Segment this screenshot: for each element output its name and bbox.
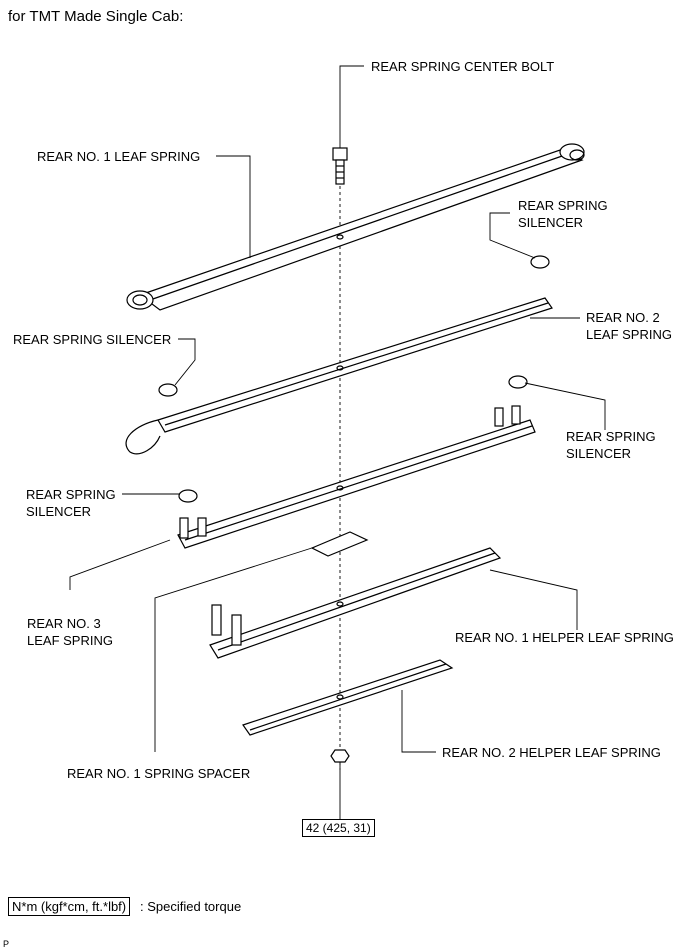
torque-value-box: 42 (425, 31) [302, 819, 375, 837]
legend-unit-box: N*m (kgf*cm, ft.*lbf) [8, 897, 131, 916]
silencer-mid-left [178, 489, 198, 503]
figure-code: P [3, 939, 10, 949]
leaf-spring-1 [126, 143, 585, 311]
leaf-spring-2 [125, 297, 553, 455]
silencer-mid-right [508, 375, 528, 389]
nut [330, 749, 350, 763]
center-bolt [332, 147, 348, 185]
helper-leaf-spring-2 [242, 659, 454, 736]
leaf-spring-3 [177, 405, 536, 549]
silencer-left [158, 383, 178, 397]
label-leaf-spring-1: REAR NO. 1 LEAF SPRING [37, 149, 201, 164]
label-leaf-spring-3: REAR NO. 3 LEAF SPRING [27, 616, 113, 648]
label-silencer-left: REAR SPRING SILENCER [13, 332, 172, 347]
label-center-bolt: REAR SPRING CENTER BOLT [371, 59, 555, 74]
label-silencer-mid-right: REAR SPRING SILENCER [566, 429, 656, 461]
label-silencer-upper-right: REAR SPRING SILENCER [518, 198, 608, 230]
spring-spacer [310, 531, 369, 557]
label-leaf-spring-2: REAR NO. 2 LEAF SPRING [586, 310, 672, 342]
silencer-upper-right [530, 255, 550, 269]
label-helper-leaf-spring-2: REAR NO. 2 HELPER LEAF SPRING [442, 745, 661, 760]
label-spring-spacer: REAR NO. 1 SPRING SPACER [67, 766, 251, 781]
helper-leaf-spring-1 [209, 547, 502, 659]
legend-description: : Specified torque [140, 899, 242, 914]
page-title: for TMT Made Single Cab: [8, 8, 184, 25]
label-silencer-mid-left: REAR SPRING SILENCER [26, 487, 116, 519]
label-helper-leaf-spring-1: REAR NO. 1 HELPER LEAF SPRING [455, 630, 674, 645]
